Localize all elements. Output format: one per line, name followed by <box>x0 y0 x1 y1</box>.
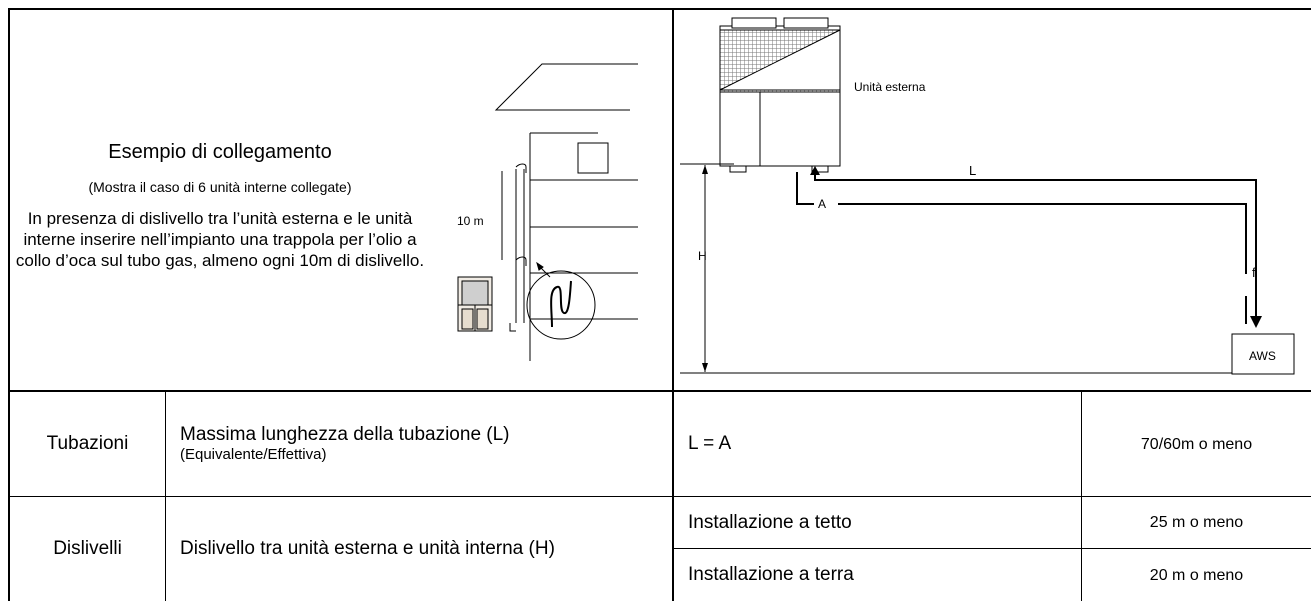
indoor-unit-icon <box>457 276 493 332</box>
outdoor-unit-label: Unità esterna <box>854 80 926 94</box>
table-divider-col-3 <box>1081 391 1082 601</box>
outdoor-unit <box>719 17 841 173</box>
frame-border-top <box>8 8 1311 10</box>
row-piping-description: Massima lunghezza della tubazione (L) (E… <box>166 392 672 496</box>
row-piping-category: Tubazioni <box>10 392 165 496</box>
row-piping-condition: L = A <box>674 392 1081 496</box>
category-label: Tubazioni <box>46 433 129 454</box>
pipe-A-cont <box>838 203 1247 274</box>
pipe-a-label: A <box>818 197 827 211</box>
building-diagram <box>457 63 638 361</box>
row-height-value-ground: 20 m o meno <box>1082 549 1311 601</box>
row-height-value-roof: 25 m o meno <box>1082 497 1311 548</box>
pipe-L-arrow-up <box>810 166 820 175</box>
piping-diagram <box>680 17 1295 375</box>
pipe-L-arrow-down <box>1250 316 1262 328</box>
row-height-category: Dislivelli <box>10 497 165 601</box>
frame-divider-vertical <box>672 8 674 601</box>
condition-label: Installazione a terra <box>688 564 854 585</box>
table-divider-subrow <box>673 548 1311 549</box>
pipe-length-label: L <box>969 163 977 178</box>
gooseneck-upper <box>515 163 527 173</box>
example-subtitle: (Mostra il caso di 6 unità interne colle… <box>88 179 352 195</box>
category-label: Dislivelli <box>53 538 122 559</box>
example-title: Esempio di collegamento <box>108 141 332 163</box>
row-height-condition-ground: Installazione a terra <box>674 549 1081 601</box>
example-body: In presenza di dislivello tra l’unità es… <box>15 209 425 270</box>
pipe-A <box>796 172 814 205</box>
pipe-L <box>814 172 1257 324</box>
pipe-route <box>796 166 1262 328</box>
gooseneck-detail <box>550 280 572 328</box>
gooseneck-detail-circle <box>526 270 596 340</box>
indoor-unit-label: AWS <box>1249 349 1276 363</box>
value-label: 20 m o meno <box>1149 566 1244 584</box>
table-divider-col-1 <box>165 391 166 601</box>
callout-arrowhead <box>536 261 544 271</box>
row-height-condition-roof: Installazione a tetto <box>674 497 1081 548</box>
frame-divider-horizontal <box>8 390 1311 392</box>
description-sub: (Equivalente/Effettiva) <box>180 446 327 463</box>
value-label: 70/60m o meno <box>1140 435 1253 453</box>
unit-connection <box>509 323 516 332</box>
description-main: Massima lunghezza della tubazione (L) <box>180 424 510 445</box>
condition-label: L = A <box>688 433 732 454</box>
gooseneck-lower <box>515 256 527 266</box>
height-label: H <box>698 249 707 263</box>
condition-label: Installazione a tetto <box>688 511 852 533</box>
riser-pipe <box>515 169 525 323</box>
row-height-description: Dislivello tra unità esterna e unità int… <box>166 497 672 601</box>
description-main: Dislivello tra unità esterna e unità int… <box>180 538 555 559</box>
building-height-label: 10 m <box>457 214 484 228</box>
example-description: Esempio di collegamento (Mostra il caso … <box>10 140 430 271</box>
value-label: 25 m o meno <box>1149 514 1244 531</box>
row-piping-value: 70/60m o meno <box>1082 392 1311 496</box>
height-dimension <box>680 163 1285 374</box>
pipe-f-label: f <box>1252 265 1256 280</box>
indoor-unit-box <box>1231 333 1295 375</box>
roof-line <box>494 63 638 111</box>
table-divider-row <box>8 496 1311 497</box>
window-box <box>577 142 609 174</box>
frame-border-left <box>8 8 10 601</box>
